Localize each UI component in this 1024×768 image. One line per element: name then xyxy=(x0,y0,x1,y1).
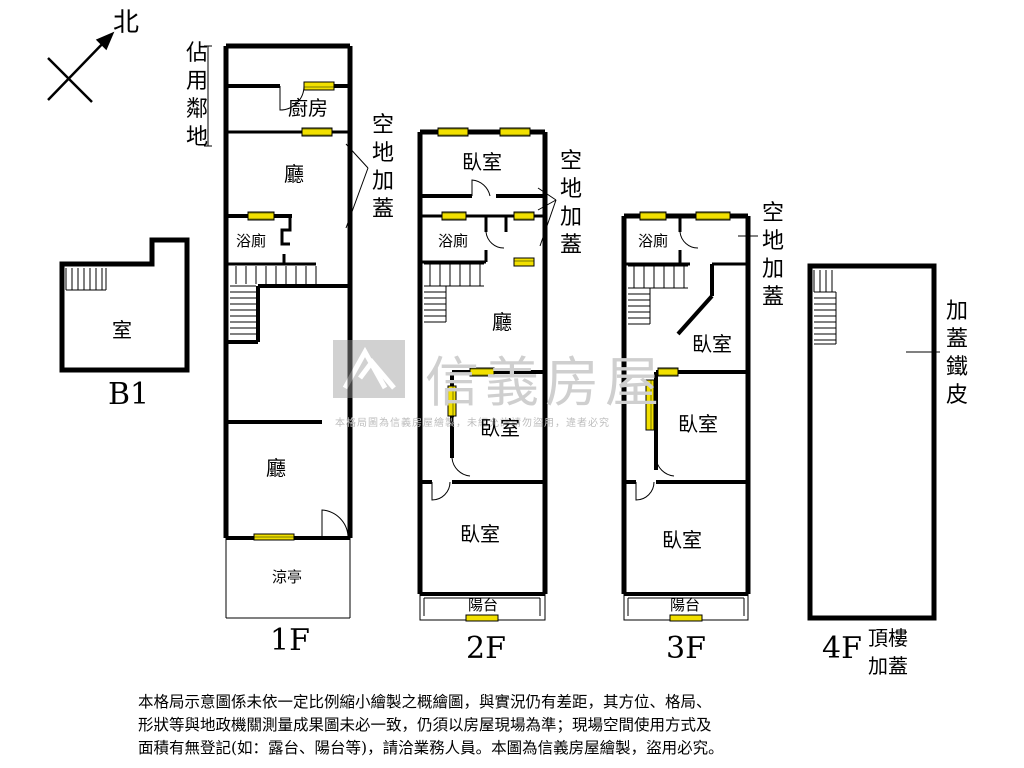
floor2-right-note: 空地加蓋 xyxy=(559,149,582,258)
floor1-pavilion-label: 涼亭 xyxy=(272,568,303,586)
north-arrow-icon xyxy=(47,31,115,103)
floor2-bed-top-label: 臥室 xyxy=(462,150,502,174)
watermark-brand: 信義房屋 xyxy=(425,351,665,414)
floor4-roof-label-2: 加蓋 xyxy=(868,654,908,678)
floor2-bed-mid-label: 臥室 xyxy=(480,416,520,440)
floor3-bed-mid-label: 臥室 xyxy=(678,412,718,436)
floor3-bed-bottom-label: 臥室 xyxy=(662,528,702,552)
floor4-floor-label: 4F xyxy=(822,631,862,666)
basement-plan xyxy=(59,237,190,373)
disclaimer-line-2: 形狀等與地政機關測量成果圖未必一致，仍須以房屋現場為準；現場空間使用方式及 xyxy=(138,716,712,734)
floor1-kitchen-label: 廚房 xyxy=(288,96,328,120)
floor3-windows xyxy=(639,211,731,622)
floor1-floor-label: 1F xyxy=(270,623,310,658)
floor4-plan xyxy=(807,263,940,621)
floor1-right-note: 空地加蓋 xyxy=(371,113,394,222)
floor2-windows xyxy=(437,127,535,622)
floor3-balcony-label: 陽台 xyxy=(670,596,701,614)
floor4-roof-label-1: 頂樓 xyxy=(868,626,908,650)
floor4-right-note: 加蓋鐵皮 xyxy=(945,299,968,408)
floor3-right-note: 空地加蓋 xyxy=(761,201,784,310)
disclaimer: 本格局示意圖係未依一定比例縮小繪製之概繪圖，與實況仍有差距，其方位、格局、 形狀… xyxy=(138,691,878,760)
floor3-bed-top-label: 臥室 xyxy=(692,332,732,356)
floor2-floor-label: 2F xyxy=(466,631,506,666)
watermark-logo-icon xyxy=(333,340,405,398)
floor3-floor-label: 3F xyxy=(666,631,706,666)
floor1-bath-label: 浴廁 xyxy=(236,232,267,250)
floor2-annotation-arrows xyxy=(537,187,557,247)
floor2-bath-label: 浴廁 xyxy=(438,232,469,250)
basement-room-label: 室 xyxy=(112,318,132,342)
floor2-balcony-label: 陽台 xyxy=(468,596,499,614)
floor1-hall-top-label: 廳 xyxy=(284,162,304,186)
north-label: 北 xyxy=(113,8,140,38)
disclaimer-line-3: 面積有無登記(如：露台、陽台等)，請洽業務人員。本圖為信義房屋繪製，盜用必究。 xyxy=(138,739,724,757)
floor1-hall-bottom-label: 廳 xyxy=(266,456,286,480)
floor2-bed-bottom-label: 臥室 xyxy=(460,522,500,546)
floor1-left-note: 佔用鄰地 xyxy=(185,41,208,150)
floor3-bath-label: 浴廁 xyxy=(638,232,669,250)
floor1-windows xyxy=(247,81,335,541)
basement-floor-label: B1 xyxy=(108,377,150,412)
floor2-hall-label: 廳 xyxy=(492,310,512,334)
watermark-subtext: 本格局圖為信義房屋繪製，未經允許請勿盜用，違者必究 xyxy=(335,418,610,429)
floor1-annotation-arrows xyxy=(204,45,369,229)
disclaimer-line-1: 本格局示意圖係未依一定比例縮小繪製之概繪圖，與實況仍有差距，其方位、格局、 xyxy=(138,693,712,711)
